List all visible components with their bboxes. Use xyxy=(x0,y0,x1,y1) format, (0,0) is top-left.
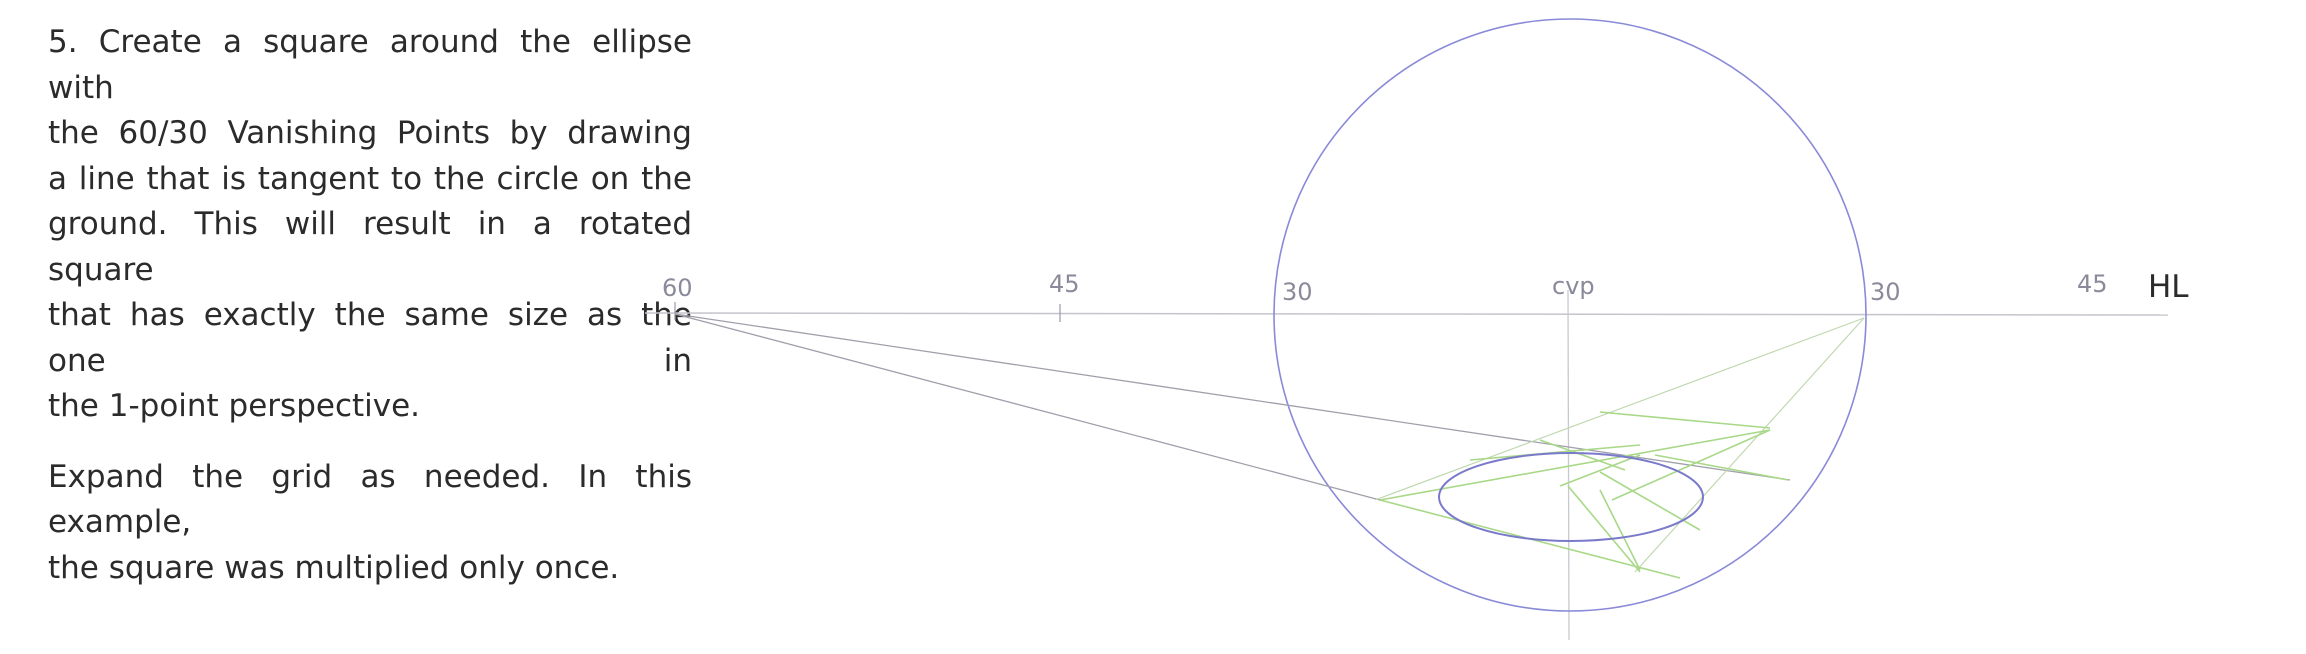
step-line: that has exactly the same size as the on… xyxy=(48,297,692,379)
grid-line xyxy=(1599,489,1641,571)
grid-line xyxy=(1599,411,1771,429)
grid-line xyxy=(1611,429,1771,501)
step-line: ground. This will result in a rotated sq… xyxy=(48,206,692,288)
ground-ellipse xyxy=(1438,452,1704,542)
grid-line xyxy=(1539,439,1626,471)
label-60: 60 xyxy=(662,274,693,302)
step-line: a line that is tangent to the circle on … xyxy=(48,160,692,197)
vp30-line-right xyxy=(1634,317,1865,573)
center-vertical-line xyxy=(1567,289,1570,641)
step-line: 5. Create a square around the ellipse wi… xyxy=(48,24,692,106)
label-45-left: 45 xyxy=(1049,270,1080,298)
vp60-line-lower xyxy=(674,313,1381,501)
vp30-line-left xyxy=(1374,317,1865,501)
grid-line xyxy=(1379,429,1771,501)
label-45-right: 45 xyxy=(2077,270,2108,298)
measuring-circle xyxy=(1273,18,1867,612)
step-line: the 1-point perspective. xyxy=(48,388,421,424)
label-horizon: HL xyxy=(2148,269,2189,305)
note-paragraph: Expand the grid as needed. In this examp… xyxy=(48,455,692,592)
instructions-panel: 5. Create a square around the ellipse wi… xyxy=(48,20,692,591)
label-cvp: cvp xyxy=(1552,272,1595,300)
grid-line xyxy=(1567,485,1641,573)
grid-line xyxy=(1654,454,1789,481)
note-line: Expand the grid as needed. In this examp… xyxy=(48,458,692,541)
label-30-right: 30 xyxy=(1870,278,1901,306)
horizon-line xyxy=(644,312,2169,316)
step-line: the 60/30 Vanishing Points by drawing xyxy=(48,115,692,151)
grid-line xyxy=(1559,454,1641,487)
note-line: the square was multiplied only once. xyxy=(48,549,620,586)
label-30-left: 30 xyxy=(1282,278,1313,306)
rotated-square-grid xyxy=(1379,411,1789,579)
step-5-paragraph: 5. Create a square around the ellipse wi… xyxy=(48,20,692,430)
vp60-line-upper xyxy=(674,313,1791,481)
